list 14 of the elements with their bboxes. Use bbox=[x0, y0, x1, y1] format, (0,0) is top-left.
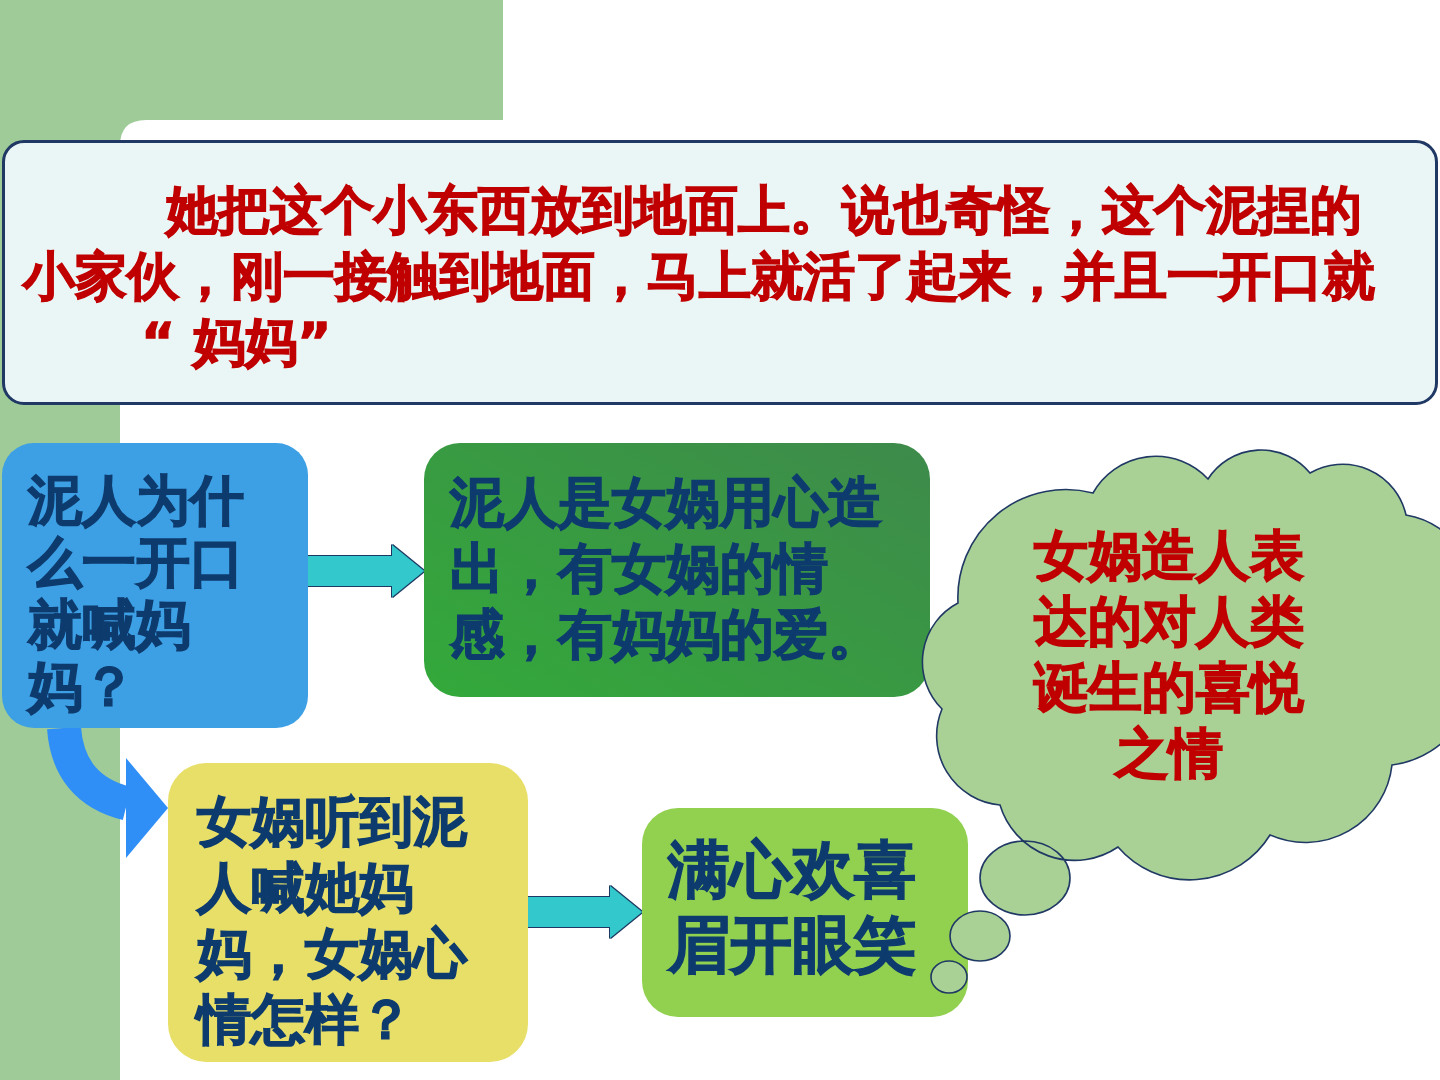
arrow bbox=[308, 545, 424, 597]
passage-box bbox=[2, 140, 1438, 405]
explanation-box bbox=[424, 443, 930, 697]
passage-text: 她把这个小东西放到地面上。说也奇怪，这个泥捏的小家伙，刚一接触到地面，马上就活了起来，并且一开口就 bbox=[23, 179, 1376, 308]
arrow bbox=[528, 886, 642, 938]
curved-arrow bbox=[47, 725, 169, 857]
feeling-box bbox=[642, 808, 968, 1017]
question-box bbox=[168, 763, 528, 1062]
cloud-text: 女娲造人表达的对人类诞生的喜悦之情 bbox=[1032, 523, 1305, 787]
question-box bbox=[2, 443, 308, 728]
question-text: 泥人为什么一开口就喊妈妈？ bbox=[28, 470, 245, 718]
passage-text: “ 妈妈” bbox=[140, 311, 333, 374]
feeling-text: 满心欢喜眉开眼笑 bbox=[668, 832, 917, 982]
explanation-text: 泥人是女娲用心造出，有女娲的情感，有妈妈的爱。 bbox=[450, 470, 883, 668]
